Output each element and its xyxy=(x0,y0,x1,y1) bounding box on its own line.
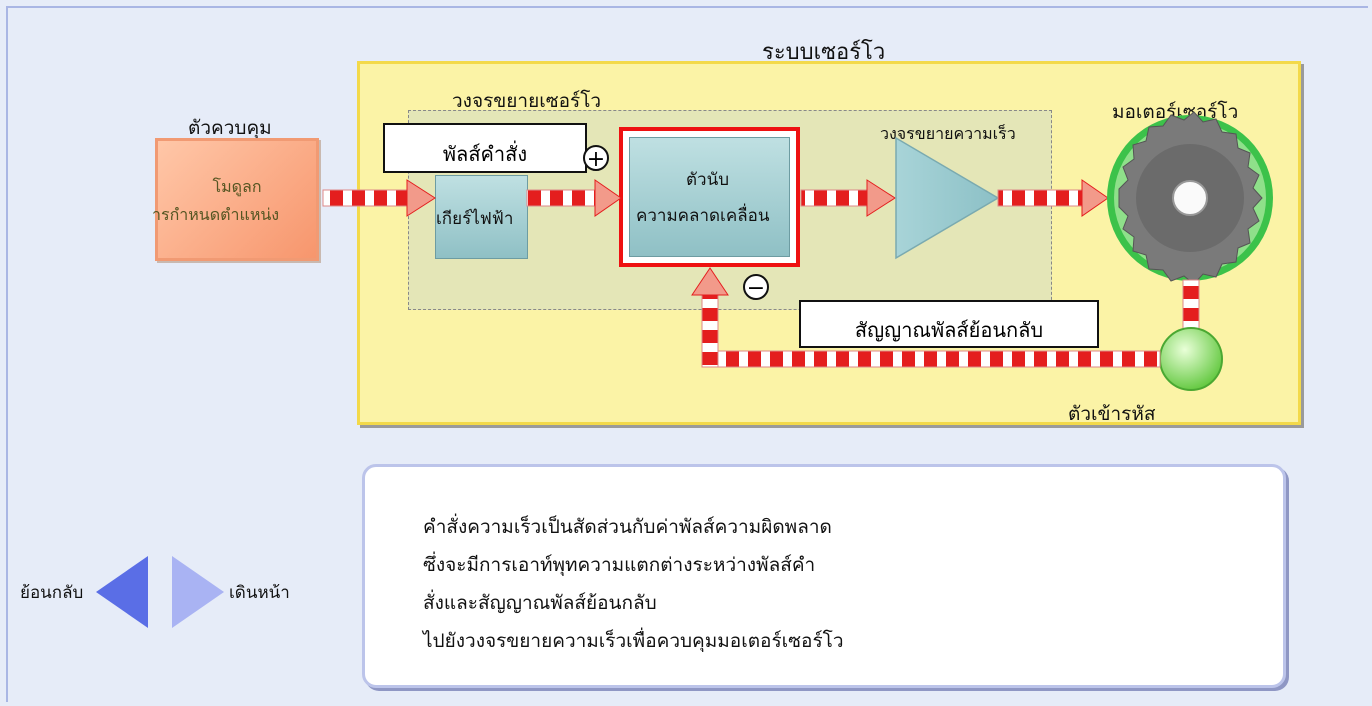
deviation-counter-line-1: ตัวนับ xyxy=(686,170,729,190)
plus-sign: + xyxy=(583,145,609,172)
back-arrow-button[interactable] xyxy=(96,556,148,628)
electronic-gear-label: เกียร์ไฟฟ้า xyxy=(436,209,514,229)
command-pulse-box: พัลส์คำสั่ง xyxy=(383,123,587,173)
info-line-1: คำสั่งความเร็วเป็นสัดส่วนกับค่าพัลส์ความ… xyxy=(423,516,832,538)
deviation-counter-line-2: ความคลาดเคลื่อน xyxy=(636,206,770,226)
servo-amplifier-title: วงจรขยายเซอร์โว xyxy=(452,90,602,112)
feedback-pulse-label: สัญญาณพัลส์ย้อนกลับ xyxy=(854,318,1044,342)
arrow-counter-to-amplifier xyxy=(800,179,896,217)
motor-encoder-link xyxy=(1182,279,1200,333)
info-text-box: คำสั่งความเร็วเป็นสัดส่วนกับค่าพัลส์ความ… xyxy=(362,464,1286,688)
info-line-3: สั่งและสัญญาณพัลส์ย้อนกลับ xyxy=(423,592,657,614)
controller-title: ตัวควบคุม xyxy=(188,117,272,139)
feedback-arrow xyxy=(691,267,1161,368)
servo-motor-icon xyxy=(1107,111,1273,285)
controller-line-2: ารกำหนดตำแหน่ง xyxy=(152,205,280,224)
feedback-pulse-box: สัญญาณพัลส์ย้อนกลับ xyxy=(799,300,1099,348)
command-pulse-label: พัลส์คำสั่ง xyxy=(442,142,528,166)
back-arrow-icon xyxy=(96,556,148,628)
positioning-module-box: โมดูลก ารกำหนดตำแหน่ง xyxy=(152,138,319,261)
back-button[interactable]: ย้อนกลับ xyxy=(20,583,84,603)
minus-sign: − xyxy=(743,274,769,301)
deviation-counter-box xyxy=(619,127,800,267)
encoder-label: ตัวเข้ารหัส xyxy=(1068,403,1156,425)
electronic-gear-box xyxy=(435,175,528,259)
info-line-2: ซึ่งจะมีการเอาท์พุทความแตกต่างระหว่างพัล… xyxy=(423,554,816,576)
arrow-controller-to-gear xyxy=(322,179,436,217)
deviation-counter-inner xyxy=(629,137,790,257)
speed-amplifier-label: วงจรขยายความเร็ว xyxy=(880,124,1016,143)
arrow-gear-to-counter xyxy=(526,179,622,217)
page-frame xyxy=(6,6,1368,702)
encoder-icon xyxy=(1159,327,1223,391)
servo-system-title: ระบบเซอร์โว xyxy=(762,40,886,65)
forward-arrow-icon xyxy=(172,556,224,628)
arrow-amplifier-to-motor xyxy=(997,179,1109,217)
speed-amplifier-triangle xyxy=(895,136,1000,260)
controller-line-1: โมดูลก xyxy=(212,177,262,196)
info-line-4: ไปยังวงจรขยายความเร็วเพื่อควบคุมมอเตอร์เ… xyxy=(423,630,844,652)
forward-button[interactable]: เดินหน้า xyxy=(229,583,290,603)
forward-arrow-button[interactable] xyxy=(172,556,224,628)
